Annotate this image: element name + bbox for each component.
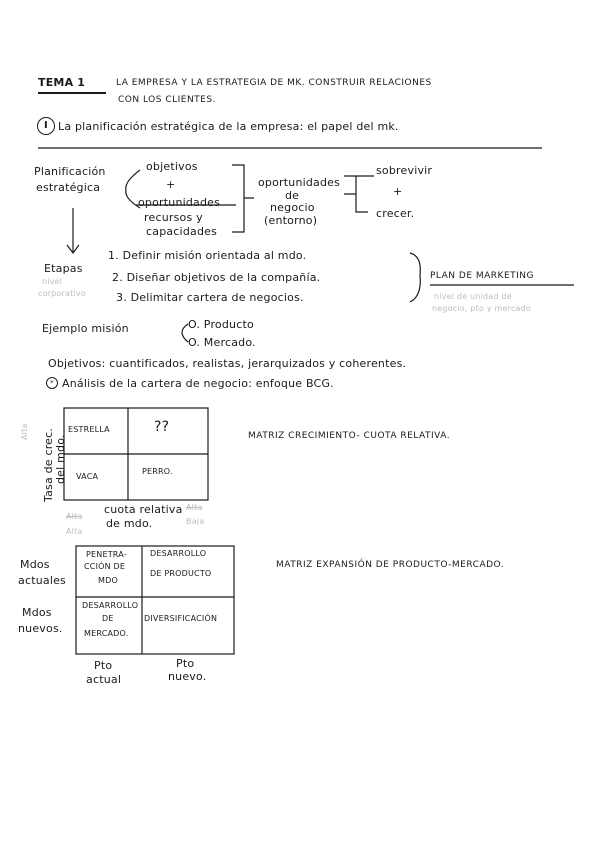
analisis-line: Análisis de la cartera de negocio: enfoq… — [62, 377, 334, 390]
mision-item-2: O. Mercado. — [188, 336, 256, 349]
mision-brace — [181, 323, 189, 343]
plan-faint-1: nivel de unidad de — [434, 292, 512, 301]
plan-marketing-label: PLAN DE MARKETING — [430, 271, 534, 281]
bcg-y-label-2: del mdo. — [54, 434, 67, 484]
bcg-cell-perro: PERRO. — [142, 467, 173, 476]
ansoff-matrix-frame — [75, 545, 235, 655]
bcg-x-alta-strike: Alta — [186, 503, 203, 512]
ansoff-cell2-line2: DE PRODUCTO — [150, 569, 212, 578]
oportunidades-label: oportunidades — [138, 196, 221, 209]
ansoff-row1-label-2: actuales — [18, 574, 66, 587]
oport-negocio-1: oportunidades — [258, 176, 341, 189]
tema-label: TEMA 1 — [38, 76, 86, 89]
mision-label: Ejemplo misión — [42, 322, 129, 335]
bcg-x-alta: Alta — [66, 527, 83, 536]
plan-faint-2: negocio, pto y mercado — [432, 304, 531, 313]
ansoff-col2-label-2: nuevo. — [168, 670, 207, 683]
bcg-x-label-2: de mdo. — [106, 517, 153, 530]
ansoff-col1-label-2: actual — [86, 673, 122, 686]
etapas-faint-2: corporativo — [38, 289, 86, 298]
plus-sign-2: + — [393, 185, 403, 198]
section-heading: La planificación estratégica de la empre… — [58, 120, 399, 133]
ansoff-cell1-line2: CCIÓN DE — [84, 562, 126, 571]
oport-negocio-3: negocio — [270, 201, 315, 214]
etapa-step-1: 1. Definir misión orientada al mdo. — [108, 249, 307, 262]
bullet-icon: * — [46, 377, 58, 389]
ansoff-caption: MATRIZ EXPANSIÓN DE PRODUCTO-MERCADO. — [276, 560, 505, 570]
ansoff-cell4: DIVERSIFICACIÓN — [144, 614, 218, 623]
left-brace — [125, 169, 141, 209]
etapas-label: Etapas — [44, 262, 83, 275]
bcg-x-label-1: cuota relativa — [104, 503, 183, 516]
ansoff-cell1-line3: MDO — [98, 576, 118, 585]
sobrevivir-label: sobrevivir — [376, 164, 433, 177]
title-line-2: CON LOS CLIENTES. — [118, 95, 216, 105]
etapas-faint-1: nivel — [42, 277, 63, 286]
etapas-brace — [409, 252, 421, 303]
ansoff-col2-label-1: Pto — [176, 657, 195, 670]
etapa-step-2: 2. Diseñar objetivos de la compañía. — [112, 271, 321, 284]
oport-negocio-2: de — [285, 189, 300, 202]
ansoff-row2-label-2: nuevos. — [18, 622, 63, 635]
ansoff-cell1-line1: PENETRA- — [86, 550, 127, 559]
bcg-caption: MATRIZ CRECIMIENTO- CUOTA RELATIVA. — [248, 431, 451, 441]
section-numeral: I — [37, 117, 55, 135]
bcg-cell-estrella: ESTRELLA — [68, 425, 110, 434]
bcg-x-alta-strike-2: Alta — [66, 512, 83, 521]
bcg-cell-vaca: VACA — [76, 472, 99, 481]
plus-sign-1: + — [166, 178, 176, 191]
etapa-step-3: 3. Delimitar cartera de negocios. — [116, 291, 304, 304]
crecer-label: crecer. — [376, 207, 415, 220]
planificacion-label-1: Planificación — [34, 165, 106, 178]
recursos-label-1: recursos y — [144, 211, 203, 224]
ansoff-cell3-line2: DE — [102, 614, 114, 623]
objetivos-line: Objetivos: cuantificados, realistas, jer… — [48, 357, 407, 370]
down-arrow-head — [66, 244, 80, 254]
outcome-bracket — [344, 175, 374, 213]
ansoff-cell3-line3: MERCADO. — [84, 629, 129, 638]
ansoff-cell2-line1: DESARROLLO — [150, 549, 207, 558]
bcg-cell-interrogante: ?? — [154, 419, 170, 435]
ansoff-row2-label-1: Mdos — [22, 606, 52, 619]
ansoff-col1-label-1: Pto — [94, 659, 113, 672]
bcg-x-baja: Baja — [186, 517, 205, 526]
right-bracket — [232, 164, 254, 233]
ansoff-cell3-line1: DESARROLLO — [82, 601, 139, 610]
recursos-label-2: capacidades — [146, 225, 218, 238]
title-line-1: LA EMPRESA Y LA ESTRATEGIA DE MK. CONSTR… — [116, 78, 432, 88]
objetivos-label: objetivos — [146, 160, 198, 173]
ansoff-row1-label-1: Mdos — [20, 558, 50, 571]
bcg-faint-alta: Alta — [20, 423, 29, 440]
planificacion-label-2: estratégica — [36, 181, 101, 194]
tema-underline — [38, 92, 106, 94]
oport-negocio-4: (entorno) — [264, 214, 318, 227]
mision-item-1: O. Producto — [188, 318, 254, 331]
